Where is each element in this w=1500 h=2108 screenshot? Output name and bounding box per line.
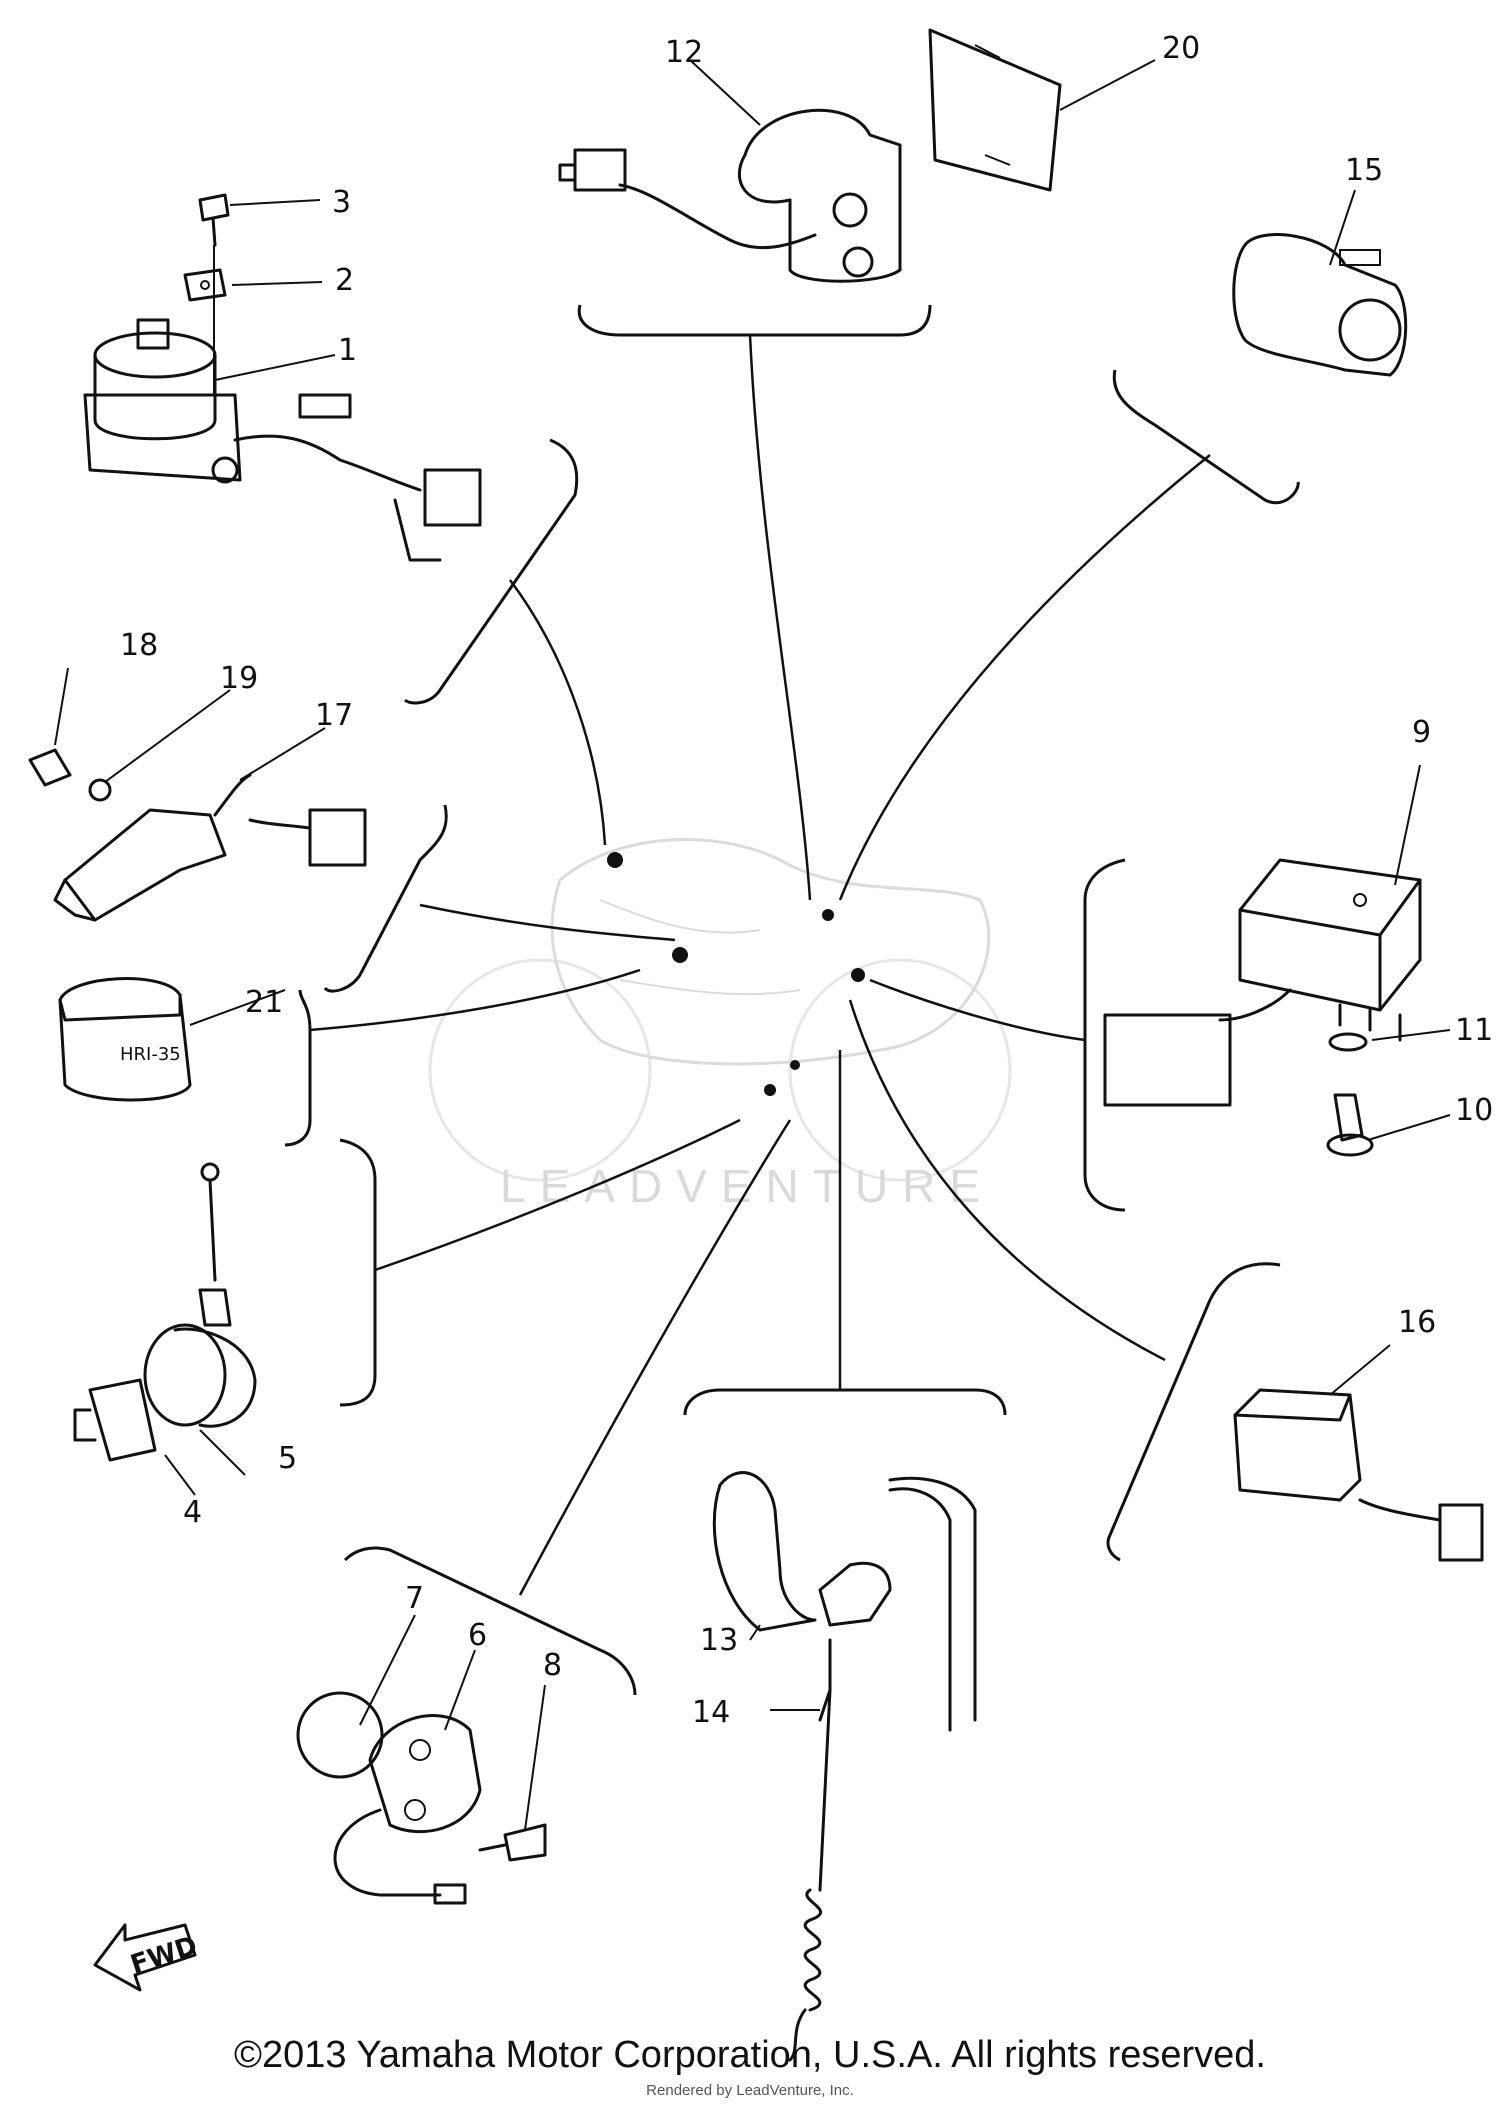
- callout-4: 4: [183, 1495, 202, 1530]
- callout-10: 10: [1455, 1093, 1493, 1128]
- callout-13: 13: [700, 1623, 738, 1658]
- bracket-part-17: [323, 804, 448, 993]
- screw-part-3: [198, 193, 230, 395]
- warning-label: [928, 28, 1062, 192]
- motorcycle-silhouette: [428, 838, 1012, 1182]
- callout-1: 1: [338, 333, 357, 368]
- relay-unit-21: HRI-35: [58, 977, 192, 1102]
- bracket-part-16: [1106, 1262, 1281, 1562]
- callout-leaders: [54, 59, 1451, 1831]
- main-switch: [83, 318, 482, 562]
- callout-7: 7: [405, 1581, 424, 1616]
- bracket-part-4: [339, 1138, 377, 1407]
- callout-3: 3: [332, 185, 351, 220]
- front-brake-switch: [53, 773, 367, 922]
- screw-part-18: [28, 748, 72, 787]
- bracket-part-13: [683, 1388, 1007, 1416]
- bracket-part-15: [1112, 369, 1300, 505]
- bracket-part-6: [343, 1546, 637, 1696]
- callout-16: 16: [1398, 1305, 1436, 1340]
- callout-15: 15: [1345, 153, 1383, 188]
- watermark-text: LEADVENTURE: [500, 1160, 994, 1212]
- callout-12: 12: [665, 35, 703, 70]
- fwd-arrow-icon: FWD: [93, 1923, 201, 1992]
- relay-marking: HRI-35: [120, 1044, 181, 1065]
- rear-brake-switch: [712, 1471, 977, 2062]
- bracket-part-9: [1083, 858, 1126, 1212]
- flasher-relay: [1232, 233, 1408, 377]
- neutral-switch: [73, 1162, 257, 1462]
- callout-2: 2: [335, 263, 354, 298]
- callout-19: 19: [220, 661, 258, 696]
- washer-part-2: [183, 268, 227, 302]
- rectifier-regulator: [1103, 858, 1422, 1157]
- callout-5: 5: [278, 1441, 297, 1476]
- bracket-part-1: [403, 438, 579, 705]
- screw-part-8: [478, 1823, 547, 1862]
- copyright-notice: ©2013 Yamaha Motor Corporation, U.S.A. A…: [234, 2034, 1266, 2076]
- rendered-by-notice: Rendered by LeadVenture, Inc.: [646, 2082, 854, 2099]
- callout-20: 20: [1162, 31, 1200, 66]
- washer-part-19: [88, 778, 112, 802]
- starter-relay: [558, 108, 902, 283]
- callout-8: 8: [543, 1648, 562, 1683]
- o-ring-part-7: [296, 1691, 384, 1779]
- bracket-part-21: [284, 989, 312, 1147]
- callout-9: 9: [1412, 715, 1431, 750]
- bracket-part-12: [577, 304, 932, 337]
- leader-lines: [309, 334, 1211, 1596]
- oil-level-gauge: [333, 1714, 482, 1905]
- callout-14: 14: [692, 1695, 730, 1730]
- callout-21: 21: [245, 985, 283, 1020]
- callout-18: 18: [120, 628, 158, 663]
- relay-unit-16: [1233, 1388, 1484, 1562]
- callout-6: 6: [468, 1618, 487, 1653]
- callout-17: 17: [315, 698, 353, 733]
- callout-11: 11: [1455, 1013, 1493, 1048]
- callout-labels: 1 2 3 4 5 6 7 8 9 10 11 12 13 14 15 16 1…: [120, 31, 1493, 1730]
